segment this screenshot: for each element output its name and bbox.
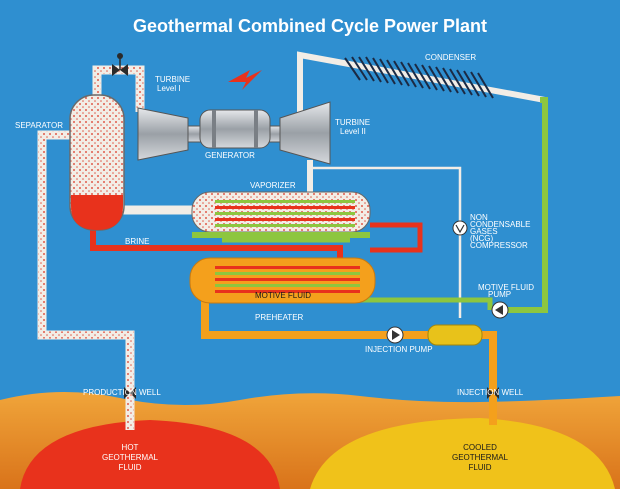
injection-pump-label: INJECTION PUMP xyxy=(365,345,433,354)
brine-pipe xyxy=(90,225,343,265)
injection-well-valve[interactable] xyxy=(487,387,499,399)
motive-pump-label-1: MOTIVE FLUID xyxy=(478,283,534,292)
generator-band-2 xyxy=(254,110,258,148)
ncg-compressor[interactable] xyxy=(452,220,468,236)
condensate-pipe xyxy=(505,97,548,313)
generator-label: GENERATOR xyxy=(205,151,255,160)
preheater xyxy=(189,257,376,304)
ncg-label-2: CONDENSABLE xyxy=(470,220,530,229)
hot-fluid-label-2: GEOTHERMAL xyxy=(102,453,159,462)
injection-well-label: INJECTION WELL xyxy=(457,388,524,397)
condenser-coils xyxy=(344,56,494,99)
motive-pump-label-2: PUMP xyxy=(488,290,511,299)
generator xyxy=(199,109,271,149)
injection-pump[interactable] xyxy=(386,326,404,344)
injection-tank xyxy=(427,324,483,346)
separator-vessel xyxy=(69,94,125,231)
turbine-1-label: TURBINE xyxy=(155,75,190,84)
ncg-label-3: GASES xyxy=(470,227,498,236)
turbine-2-label: TURBINE xyxy=(335,118,370,127)
cooled-fluid-label-2: GEOTHERMAL xyxy=(452,453,509,462)
steam-valve[interactable] xyxy=(112,53,128,76)
preheater-label: PREHEATER xyxy=(255,313,304,322)
cooled-reservoir xyxy=(310,418,615,489)
ncg-line xyxy=(310,166,462,318)
turbine-1-sublabel: Level I xyxy=(157,84,181,93)
vaporizer xyxy=(191,191,371,238)
brine-label: BRINE xyxy=(125,237,149,246)
production-well-label: PRODUCTION WELL xyxy=(83,388,161,397)
condenser-label: CONDENSER xyxy=(425,53,476,62)
injection-line-1 xyxy=(201,295,430,339)
ncg-label-5: COMPRESSOR xyxy=(470,241,528,250)
diagram-title: Geothermal Combined Cycle Power Plant xyxy=(133,16,487,36)
cooled-fluid-label-1: COOLED xyxy=(463,443,497,452)
hot-fluid-label-1: HOT xyxy=(122,443,139,452)
turbine-level-1 xyxy=(137,107,189,161)
vaporizer-brine-out xyxy=(370,222,423,253)
generator-band-1 xyxy=(212,110,216,148)
turbine-level-2 xyxy=(279,101,331,165)
vaporizer-label: VAPORIZER xyxy=(250,181,296,190)
production-pipe-fill xyxy=(38,131,134,430)
motive-fluid-label: MOTIVE FLUID xyxy=(255,291,311,300)
separator-label: SEPARATOR xyxy=(15,121,63,130)
cooled-fluid-label-3: FLUID xyxy=(468,463,491,472)
ncg-label-4: (NCG) xyxy=(470,234,493,243)
electricity-icon xyxy=(228,70,262,90)
motive-fluid-pump[interactable] xyxy=(491,301,509,319)
hot-reservoir xyxy=(20,420,280,489)
injection-line-2 xyxy=(480,331,497,425)
production-well-valve[interactable] xyxy=(124,387,136,399)
turbine-2-sublabel: Level II xyxy=(340,127,366,136)
ncg-label-1: NON xyxy=(470,213,488,222)
hot-fluid-label-3: FLUID xyxy=(118,463,141,472)
